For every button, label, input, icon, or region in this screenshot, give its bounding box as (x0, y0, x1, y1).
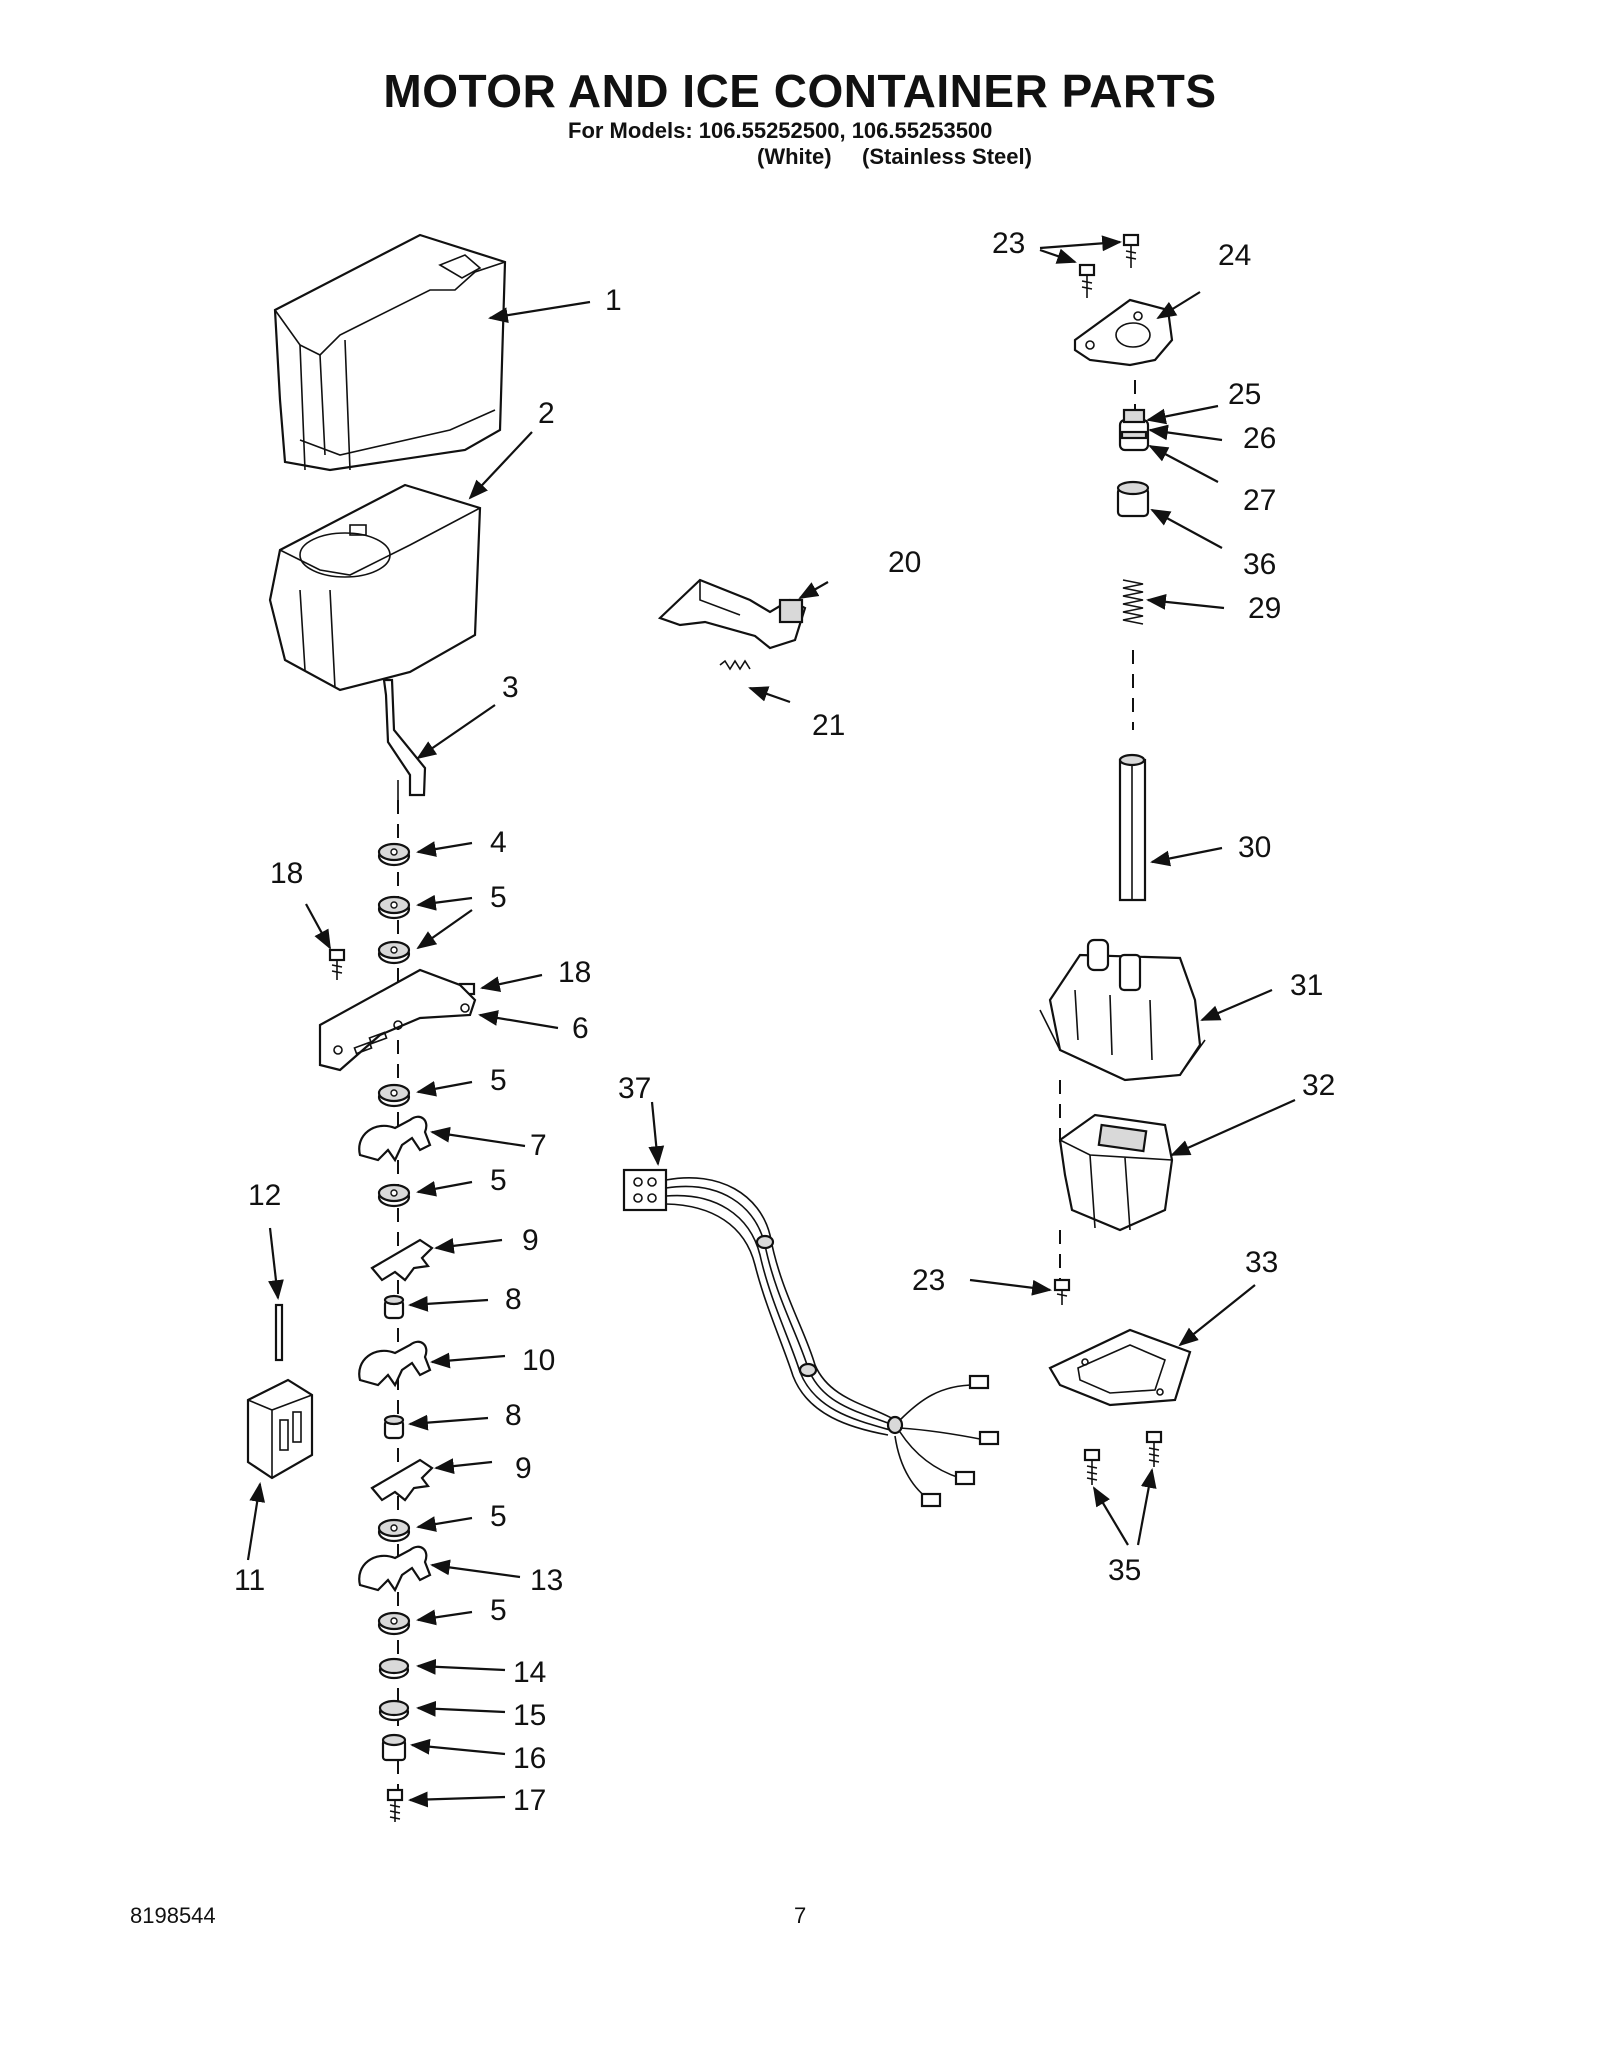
callout-5b: 5 (490, 1064, 507, 1097)
washer-part-15 (378, 1699, 410, 1722)
callout-18b: 18 (558, 956, 591, 989)
bracket-part-20 (657, 578, 807, 650)
callout-14: 14 (513, 1656, 546, 1689)
screw-part-23-top-left (1078, 263, 1096, 298)
washer-part-5f (377, 1611, 411, 1636)
callout-26: 26 (1243, 422, 1276, 455)
screw-part-35-right (1145, 1430, 1163, 1467)
ice-bin-part-1 (273, 233, 507, 472)
callout-16: 16 (513, 1742, 546, 1775)
callout-4: 4 (490, 826, 507, 859)
motor-housing-part-31 (1039, 938, 1206, 1082)
callout-23b: 23 (912, 1264, 945, 1297)
callout-1: 1 (605, 284, 622, 317)
models-line: For Models: 106.55252500, 106.55253500 (568, 118, 993, 143)
callout-8a: 8 (505, 1283, 522, 1316)
callout-13: 13 (530, 1564, 563, 1597)
shaft-part-30 (1118, 753, 1147, 902)
nut-part-16 (381, 1733, 407, 1762)
callout-10: 10 (522, 1344, 555, 1377)
callout-9b: 9 (515, 1452, 532, 1485)
washer-part-5d (377, 1183, 411, 1208)
mounting-plate-part-6 (318, 968, 477, 1072)
callout-29: 29 (1248, 592, 1281, 625)
callout-3: 3 (502, 671, 519, 704)
bracket-part-24 (1073, 298, 1174, 367)
pin-part-12 (274, 1303, 284, 1362)
blade-part-13 (358, 1545, 432, 1593)
callout-33: 33 (1245, 1246, 1278, 1279)
callout-2: 2 (538, 397, 555, 430)
callout-21: 21 (812, 709, 845, 742)
callout-25: 25 (1228, 378, 1261, 411)
washer-part-4 (377, 842, 411, 867)
auger-rod-part-3 (382, 678, 427, 797)
callout-12: 12 (248, 1179, 281, 1212)
spacer-part-8b (383, 1414, 405, 1440)
callout-24: 24 (1218, 239, 1251, 272)
spacer-part-8a (383, 1294, 405, 1320)
motor-part-32 (1058, 1113, 1174, 1232)
callout-5e: 5 (490, 1594, 507, 1627)
finish-stainless: (Stainless Steel) (862, 144, 1032, 169)
screw-part-35-left (1083, 1448, 1101, 1485)
callout-35: 35 (1108, 1554, 1141, 1587)
wire-harness-part-37 (622, 1168, 1000, 1508)
callout-32: 32 (1302, 1069, 1335, 1102)
screw-part-23-top-right (1122, 233, 1140, 268)
stationary-blade-part-9b (370, 1458, 434, 1502)
washer-part-5a (377, 895, 411, 920)
doc-number: 8198544 (130, 1903, 216, 1928)
leader-arrows (246, 235, 1296, 1808)
spring-part-29 (1122, 579, 1144, 625)
block-part-11 (246, 1378, 314, 1480)
screw-part-23-bottom (1053, 1278, 1071, 1305)
finish-white: (White) (757, 144, 832, 169)
callout-15: 15 (513, 1699, 546, 1732)
switch-part-25-26 (1118, 408, 1150, 452)
ice-container-part-2 (268, 483, 482, 692)
callout-37: 37 (618, 1072, 651, 1105)
callout-11: 11 (234, 1564, 265, 1597)
screw-part-17 (386, 1788, 404, 1822)
spring-part-21 (719, 659, 751, 671)
callout-7: 7 (530, 1129, 547, 1162)
callout-31: 31 (1290, 969, 1323, 1002)
callout-5d: 5 (490, 1500, 507, 1533)
callout-8b: 8 (505, 1399, 522, 1432)
callout-20: 20 (888, 546, 921, 579)
callout-9a: 9 (522, 1224, 539, 1257)
washer-part-5c (377, 1083, 411, 1108)
page-title: MOTOR AND ICE CONTAINER PARTS (383, 65, 1217, 117)
page-number: 7 (794, 1903, 807, 1928)
callout-36: 36 (1243, 548, 1276, 581)
washer-part-5e (377, 1518, 411, 1543)
callout-23a: 23 (992, 227, 1025, 260)
stationary-blade-part-9a (370, 1238, 434, 1282)
cap-part-27 (1116, 480, 1150, 518)
callout-30: 30 (1238, 831, 1271, 864)
callout-labels: 1 2 3 4 5 18 18 6 5 7 5 9 8 10 8 9 5 13 … (234, 227, 1335, 1817)
callout-18a: 18 (270, 857, 303, 890)
blade-part-10 (358, 1340, 432, 1388)
gasket-part-33 (1048, 1328, 1192, 1407)
blade-part-7 (358, 1115, 432, 1163)
callout-5c: 5 (490, 1164, 507, 1197)
screw-part-18-left (328, 948, 346, 980)
callout-27: 27 (1243, 484, 1276, 517)
washer-part-5b (377, 940, 411, 965)
callout-6: 6 (572, 1012, 589, 1045)
washer-part-14 (378, 1657, 410, 1680)
callout-17: 17 (513, 1784, 546, 1817)
callout-5a: 5 (490, 881, 507, 914)
